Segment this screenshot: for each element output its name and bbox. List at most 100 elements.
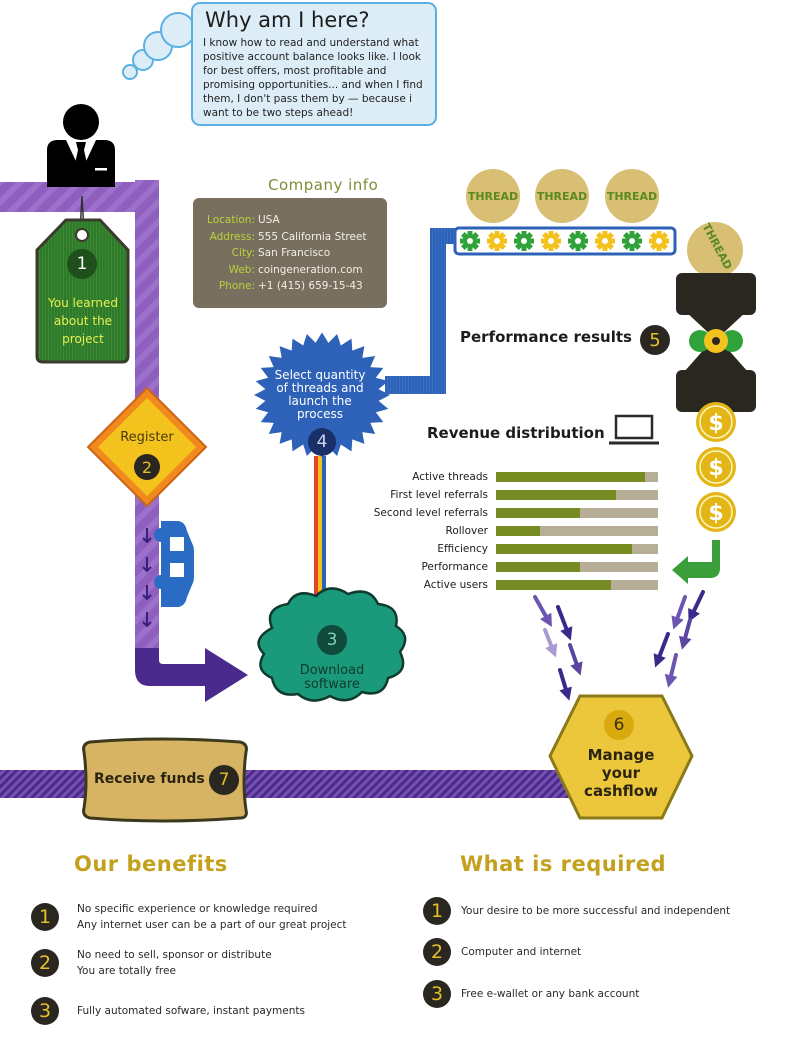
revenue-bar-row: Active users bbox=[355, 576, 658, 594]
company-label: Phone: bbox=[218, 280, 255, 292]
thread-coins bbox=[466, 169, 743, 278]
step7-number: 7 bbox=[209, 765, 239, 795]
hourglass-machine bbox=[676, 273, 756, 412]
company-label: Location: bbox=[207, 214, 255, 226]
benefit-line: No specific experience or knowledge requ… bbox=[77, 903, 318, 915]
revenue-title: Revenue distribution bbox=[427, 424, 605, 442]
dollar-coin-icon: $ bbox=[696, 402, 736, 442]
gear-icon bbox=[460, 231, 480, 251]
required-item: 2 Computer and internet bbox=[423, 937, 730, 967]
revenue-bar-label: Second level referrals bbox=[373, 507, 488, 519]
why-callout: Why am I here? I know how to read and un… bbox=[191, 2, 437, 126]
revenue-bar-row: First level referrals bbox=[355, 486, 658, 504]
cashflow-arrows bbox=[533, 590, 705, 701]
revenue-bar-fill bbox=[496, 580, 612, 590]
rainbow-wires bbox=[314, 456, 326, 606]
hourglass-gears bbox=[689, 329, 743, 353]
thread-coin-label: THREAD bbox=[467, 190, 519, 203]
svg-text:$: $ bbox=[708, 411, 723, 436]
required-list: 1 Your desire to be more successful and … bbox=[423, 896, 730, 1009]
benefit-line: You are totally free bbox=[77, 965, 176, 977]
step4-number: 4 bbox=[308, 428, 336, 456]
thread-coin-label: THREAD bbox=[606, 190, 658, 203]
company-row-address: Address:555 California Street bbox=[193, 229, 387, 246]
why-title: Why am I here? bbox=[205, 8, 370, 32]
company-website-link[interactable]: coingeneration.com bbox=[258, 263, 363, 276]
gear-icon bbox=[568, 231, 588, 251]
gear-icon bbox=[595, 231, 615, 251]
step1-label: You learned about the project bbox=[48, 296, 118, 346]
company-row-web: Web:coingeneration.com bbox=[193, 262, 387, 279]
company-label: City: bbox=[231, 247, 255, 259]
benefit-line: Fully automated sofware, instant payment… bbox=[77, 1005, 305, 1017]
revenue-bar-label: Active threads bbox=[412, 471, 488, 483]
revenue-bar-track bbox=[496, 508, 658, 518]
person-icon bbox=[47, 104, 115, 187]
step2-diamond bbox=[86, 386, 208, 508]
step5-number: 5 bbox=[640, 325, 670, 355]
company-value: 555 California Street bbox=[258, 230, 367, 243]
benefits-list: 1 No specific experience or knowledge re… bbox=[31, 900, 347, 1028]
dollar-coins: $ $ $ bbox=[696, 402, 736, 532]
gear-icon bbox=[514, 231, 534, 251]
revenue-bar-fill bbox=[496, 526, 540, 536]
car-icon bbox=[154, 521, 194, 607]
dollar-coin-icon: $ bbox=[696, 447, 736, 487]
thought-bubble-cloud bbox=[122, 12, 196, 80]
benefit-item: 1 No specific experience or knowledge re… bbox=[31, 900, 347, 934]
down-arrows-path bbox=[142, 528, 152, 628]
gear-conveyor bbox=[453, 226, 677, 256]
step6-hexagon bbox=[548, 694, 694, 820]
revenue-bar-label: Efficiency bbox=[437, 543, 488, 555]
benefit-text: Fully automated sofware, instant payment… bbox=[77, 1003, 305, 1019]
benefit-item: 2 No need to sell, sponsor or distribute… bbox=[31, 946, 347, 980]
step6-number: 6 bbox=[604, 710, 634, 740]
required-text: Your desire to be more successful and in… bbox=[461, 905, 731, 917]
gear-icon bbox=[649, 231, 669, 251]
arrow-down-icon bbox=[678, 618, 692, 650]
revenue-bar-label: First level referrals bbox=[390, 489, 488, 501]
dollar-coin-icon: $ bbox=[696, 492, 736, 532]
step2-number: 2 bbox=[134, 454, 160, 480]
gear-icon bbox=[541, 231, 561, 251]
why-text: I know how to read and understand what p… bbox=[203, 37, 423, 119]
revenue-bar-fill bbox=[496, 508, 581, 518]
revenue-bar-track bbox=[496, 490, 658, 500]
company-value: +1 (415) 659-15-43 bbox=[258, 280, 363, 292]
revenue-bar-track bbox=[496, 472, 658, 482]
step1-tag bbox=[35, 195, 130, 364]
benefit-number: 2 bbox=[31, 949, 59, 977]
arrow-down-icon bbox=[568, 643, 583, 676]
step3-number: 3 bbox=[317, 625, 347, 655]
gear-icon bbox=[622, 231, 642, 251]
revenue-bar-row: Performance bbox=[355, 558, 658, 576]
required-number: 3 bbox=[423, 980, 451, 1008]
revenue-bar-fill bbox=[496, 544, 633, 554]
company-label: Address: bbox=[209, 230, 255, 243]
required-number: 1 bbox=[423, 897, 451, 925]
blue-path-vertical bbox=[430, 228, 446, 394]
svg-text:$: $ bbox=[708, 501, 723, 526]
step3-label: Download software bbox=[299, 663, 365, 692]
required-number: 2 bbox=[423, 938, 451, 966]
benefit-number: 3 bbox=[31, 997, 59, 1025]
company-row-location: Location:USA bbox=[193, 212, 387, 229]
company-value: USA bbox=[258, 214, 280, 226]
revenue-bar-row: Active threads bbox=[355, 468, 658, 486]
step6-label: Manage your cashflow bbox=[584, 746, 658, 800]
arrow-down-icon bbox=[664, 653, 678, 688]
company-row-phone: Phone:+1 (415) 659-15-43 bbox=[193, 278, 387, 295]
step7-plaque bbox=[82, 737, 248, 823]
green-return-arrow bbox=[672, 540, 720, 584]
revenue-bar-track bbox=[496, 562, 658, 572]
gear-icons bbox=[460, 231, 669, 251]
revenue-bar-fill bbox=[496, 472, 646, 482]
company-label: Web: bbox=[228, 263, 255, 276]
arrow-down-icon bbox=[558, 668, 572, 701]
revenue-bar-fill bbox=[496, 562, 581, 572]
revenue-bar-label: Rollover bbox=[445, 525, 489, 537]
benefit-line: Any internet user can be a part of our g… bbox=[77, 919, 347, 931]
company-info-box: Location:USA Address:555 California Stre… bbox=[193, 198, 387, 308]
